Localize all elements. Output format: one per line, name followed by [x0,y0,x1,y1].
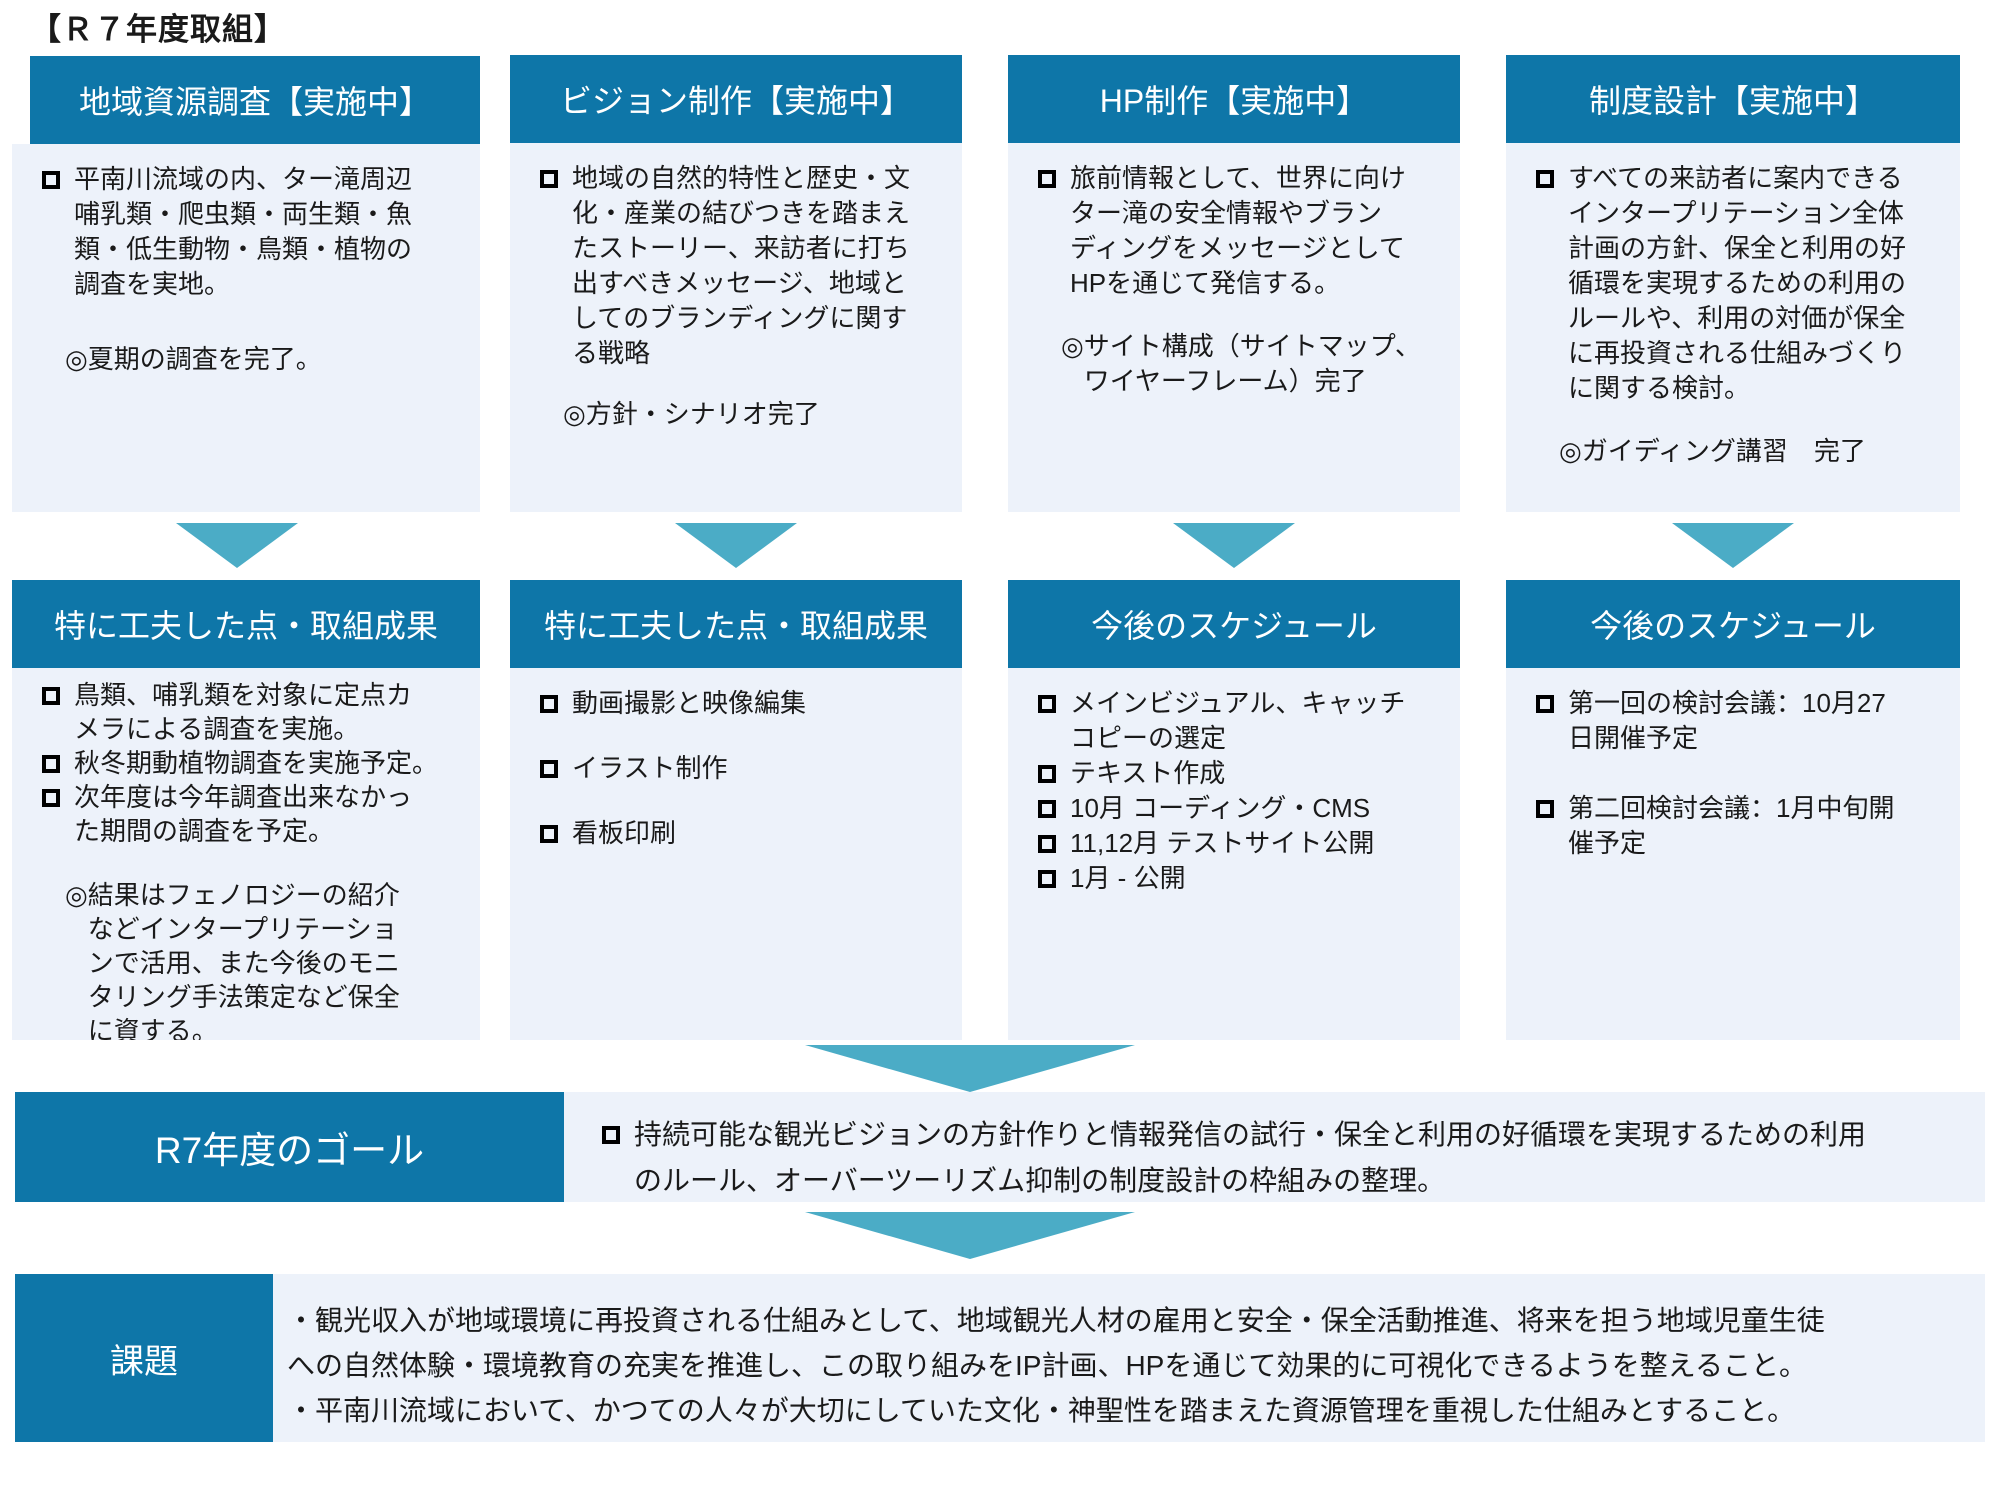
list-item: すべての来訪者に案内できる インタープリテーション全体 計画の方針、保全と利用の… [1534,161,1950,406]
goal-title: R7年度のゴール [15,1092,564,1202]
checkbox-icon [1038,800,1056,818]
checkbox-icon [602,1126,620,1144]
down-arrow-icon [805,1045,1135,1092]
checkbox-icon [540,170,558,188]
checkbox-icon [1536,695,1554,713]
checkbox-icon [42,171,60,189]
content-hp-production: 旅前情報として、世界に向け ター滝の安全情報やブラン ディングをメッセージとして… [1008,143,1460,512]
down-arrow-icon [1173,523,1295,568]
goal-text-box: 持続可能な観光ビジョンの方針作りと情報発信の試行・保全と利用の好循環を実現するた… [564,1092,1985,1202]
checkbox-icon [540,695,558,713]
checkbox-icon [540,825,558,843]
down-arrow-icon [176,523,298,568]
checkbox-icon [1536,170,1554,188]
checkbox-icon [1038,695,1056,713]
checkbox-icon [42,755,60,773]
checkbox-icon [1536,800,1554,818]
list-item: 持続可能な観光ビジョンの方針作りと情報発信の試行・保全と利用の好循環を実現するた… [600,1112,1975,1204]
issues-title: 課題 [15,1274,273,1442]
double-circle-bullet: ◎ [563,399,586,429]
list-item: 第一回の検討会議：10月27 日開催予定 [1534,686,1950,756]
list-item: 看板印刷 [538,816,952,851]
checkbox-icon [1038,835,1056,853]
page-title: 【Ｒ７年度取組】 [30,12,286,47]
content-schedule-col4: 第一回の検討会議：10月27 日開催予定 第二回検討会議：1月中旬開 催予定 [1506,668,1960,1040]
list-item: メインビジュアル、キャッチ コピーの選定 [1036,686,1450,756]
content-regional-resource-survey: 平南川流域の内、ター滝周辺 哺乳類・爬虫類・両生類・魚 類・低生動物・鳥類・植物… [12,144,480,512]
checkbox-icon [42,789,60,807]
list-item: イラスト制作 [538,751,952,786]
status-note: ◎ ガイディング講習 完了 [1534,434,1950,469]
double-circle-bullet: ◎ [65,344,88,374]
double-circle-bullet: ◎ [1061,331,1084,361]
status-note: ◎ 夏期の調査を完了。 [40,342,470,377]
list-item: 動画撮影と映像編集 [538,686,952,721]
content-schedule-col3: メインビジュアル、キャッチ コピーの選定 テキスト作成 10月 コーディング・C… [1008,668,1460,1040]
content-system-design: すべての来訪者に案内できる インタープリテーション全体 計画の方針、保全と利用の… [1506,143,1960,512]
checkbox-icon [1038,870,1056,888]
content-achievements-col2: 動画撮影と映像編集 イラスト制作 看板印刷 [510,668,962,1040]
status-note: ◎ 結果はフェノロジーの紹介 などインタープリテーショ ンで活用、また今後のモニ… [65,880,400,1040]
checkbox-icon [1038,170,1056,188]
header-achievements-col2: 特に工夫した点・取組成果 [510,580,962,668]
list-item: 地域の自然的特性と歴史・文 化・産業の結びつきを踏まえ たストーリー、来訪者に打… [538,161,952,371]
list-item: 1月 - 公開 [1036,861,1450,896]
checkbox-icon [1038,765,1056,783]
down-arrow-icon [805,1212,1135,1259]
status-note: ◎ 方針・シナリオ完了 [538,397,952,432]
checkbox-icon [540,760,558,778]
list-item: 第二回検討会議：1月中旬開 催予定 [1534,791,1950,861]
down-arrow-icon [1672,523,1794,568]
list-item: 平南川流域の内、ター滝周辺 哺乳類・爬虫類・両生類・魚 類・低生動物・鳥類・植物… [40,162,470,302]
list-item: 旅前情報として、世界に向け ター滝の安全情報やブラン ディングをメッセージとして… [1036,161,1450,301]
header-hp-production: HP制作【実施中】 [1008,55,1460,143]
double-circle-bullet: ◎ [65,880,88,910]
header-schedule-col3: 今後のスケジュール [1008,580,1460,668]
list-item: 次年度は今年調査出来なかっ た期間の調査を予定。 [40,780,470,848]
list-item: テキスト作成 [1036,756,1450,791]
double-circle-bullet: ◎ [1559,436,1582,466]
header-schedule-col4: 今後のスケジュール [1506,580,1960,668]
status-note: ◎ サイト構成（サイトマップ、 ワイヤーフレーム）完了 [1061,331,1421,396]
list-item: 10月 コーディング・CMS [1036,791,1450,826]
header-achievements-col1: 特に工夫した点・取組成果 [12,580,480,668]
list-item: 鳥類、哺乳類を対象に定点カ メラによる調査を実施。 [40,678,470,746]
header-system-design: 制度設計【実施中】 [1506,55,1960,143]
header-regional-resource-survey: 地域資源調査【実施中】 [30,56,480,144]
checkbox-icon [42,687,60,705]
list-item: 11,12月 テストサイト公開 [1036,826,1450,861]
down-arrow-icon [675,523,797,568]
issues-text-box: ・観光収入が地域環境に再投資される仕組みとして、地域観光人材の雇用と安全・保全活… [273,1274,1985,1442]
list-item: 秋冬期動植物調査を実施予定。 [40,746,470,780]
content-achievements-col1: 鳥類、哺乳類を対象に定点カ メラによる調査を実施。 秋冬期動植物調査を実施予定。… [12,668,480,1040]
header-vision-production: ビジョン制作【実施中】 [510,55,962,143]
content-vision-production: 地域の自然的特性と歴史・文 化・産業の結びつきを踏まえ たストーリー、来訪者に打… [510,143,962,512]
